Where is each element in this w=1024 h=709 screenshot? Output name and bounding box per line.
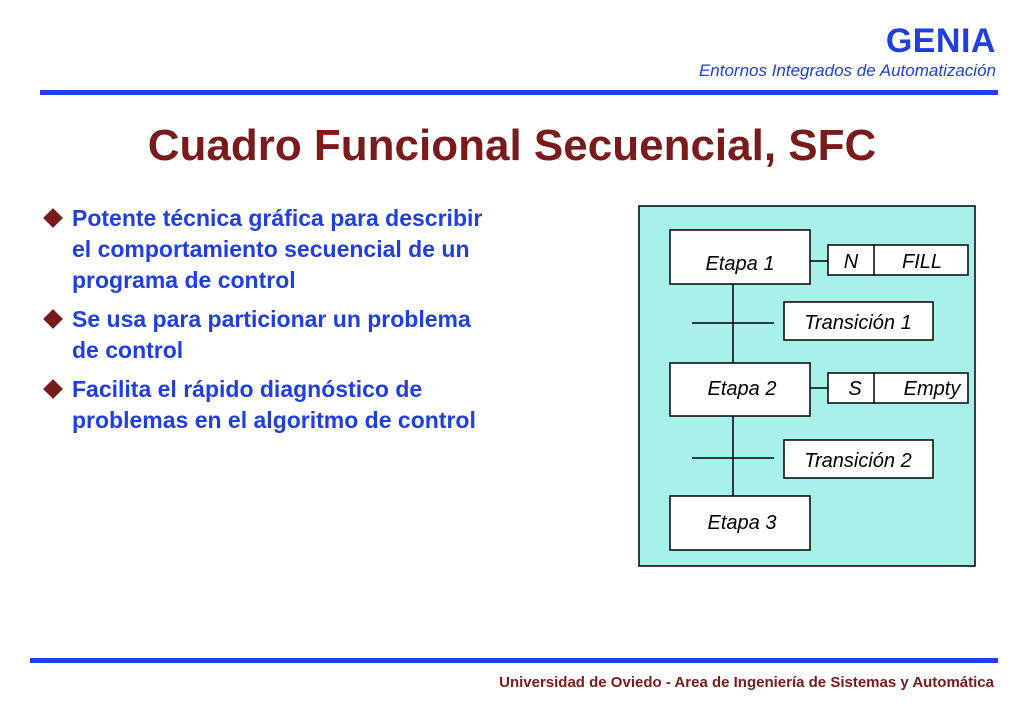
step-label-3: Etapa 3 xyxy=(708,512,777,534)
sfc-diagram: Etapa 1 Etapa 2 Etapa 3 N FILL S Empty T… xyxy=(638,205,976,567)
action-name-1: FILL xyxy=(902,251,942,273)
bottom-divider xyxy=(30,658,998,663)
bullet-list: Potente técnica gráfica para describir e… xyxy=(40,203,490,444)
step-box-1 xyxy=(669,229,811,285)
diamond-bullet-icon xyxy=(43,208,63,228)
slide-title: Cuadro Funcional Secuencial, SFC xyxy=(147,121,877,170)
bullet-item: Facilita el rápido diagnóstico de proble… xyxy=(40,374,490,436)
bullet-text: Facilita el rápido diagnóstico de proble… xyxy=(72,376,476,433)
action-qualifier-2: S xyxy=(848,378,862,400)
bullet-text: Potente técnica gráfica para describir e… xyxy=(72,205,483,293)
top-divider xyxy=(40,90,998,95)
transition-box-1 xyxy=(783,301,934,341)
action-name-2: Empty xyxy=(904,378,962,400)
step-label-1: Etapa 1 xyxy=(706,253,775,275)
transition-label-1: Transición 1 xyxy=(804,312,911,334)
step-box-2 xyxy=(669,362,811,417)
action-block-1 xyxy=(827,244,969,276)
brand-subtitle: Entornos Integrados de Automatización xyxy=(698,61,996,80)
step-box-3 xyxy=(669,495,811,551)
action-qualifier-1: N xyxy=(844,251,859,273)
diamond-bullet-icon xyxy=(43,309,63,329)
transition-box-2 xyxy=(783,439,934,479)
action-block-2 xyxy=(827,372,969,404)
diamond-bullet-icon xyxy=(43,379,63,399)
brand-logo: GENIA xyxy=(885,22,996,60)
step-label-2: Etapa 2 xyxy=(708,378,777,400)
sfc-diagram-svg: Etapa 1 Etapa 2 Etapa 3 N FILL S Empty T… xyxy=(638,205,976,567)
bullet-text: Se usa para particionar un problema de c… xyxy=(72,306,471,363)
transition-label-2: Transición 2 xyxy=(804,450,911,472)
bullet-item: Se usa para particionar un problema de c… xyxy=(40,304,490,366)
footer-text: Universidad de Oviedo - Area de Ingenier… xyxy=(499,674,994,691)
bullet-item: Potente técnica gráfica para describir e… xyxy=(40,203,490,296)
